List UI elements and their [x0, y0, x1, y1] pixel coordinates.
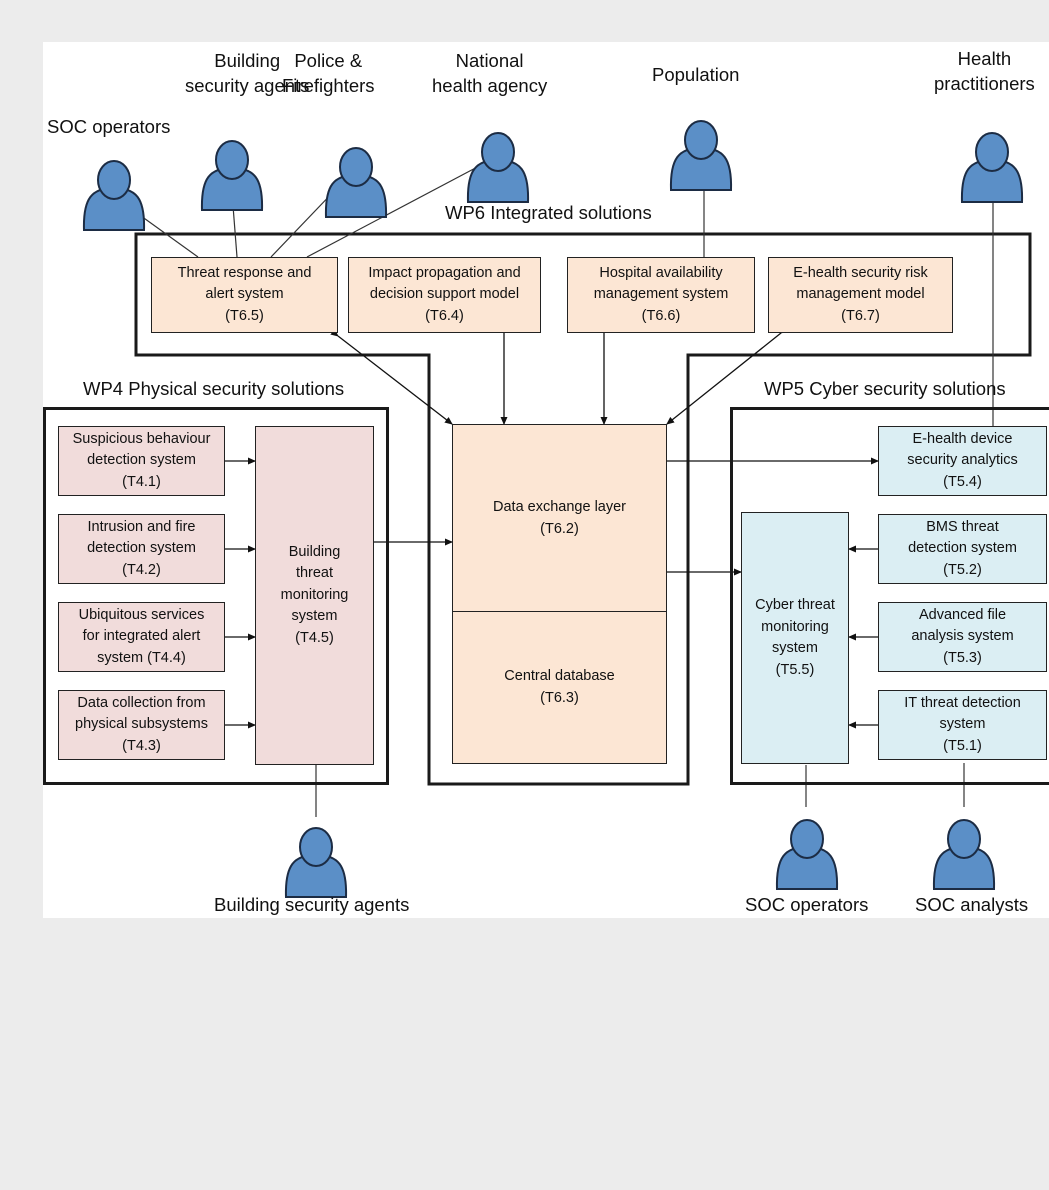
ehealth-device-analytics-box: E-health device security analytics (T5.4…	[878, 426, 1047, 496]
data-exchange-layer-box: Data exchange layer (T6.2)	[452, 424, 667, 613]
threat-response-box: Threat response and alert system (T6.5)	[151, 257, 338, 333]
central-database-box: Central database (T6.3)	[452, 611, 667, 764]
soc-operators-bottom-icon	[775, 819, 839, 890]
national-health-agency-icon	[466, 132, 530, 203]
suspicious-behaviour-box: Suspicious behaviour detection system (T…	[58, 426, 225, 496]
bms-threat-detection-box: BMS threat detection system (T5.2)	[878, 514, 1047, 584]
actor-label-soc-analysts: SOC analysts	[915, 894, 1029, 915]
ehealth-risk-box: E-health security risk management model …	[768, 257, 953, 333]
wp6-frame	[134, 232, 1032, 786]
advanced-file-analysis-box: Advanced file analysis system (T5.3)	[878, 602, 1047, 672]
actor-label-police: Police & Firefighters	[282, 50, 375, 96]
actor-label-health-practitioners: Health practitioners	[934, 48, 1035, 94]
building-threat-monitoring-box: Building threat monitoring system (T4.5)	[255, 426, 374, 765]
police-firefighters-icon	[324, 147, 388, 218]
health-practitioners-icon	[960, 132, 1024, 203]
actor-label-national-health: National health agency	[432, 50, 548, 96]
architecture-diagram: WP6 Integrated solutions WP4 Physical se…	[43, 42, 1049, 918]
diagram-connectors	[82, 120, 1032, 898]
it-threat-detection-box: IT threat detection system (T5.1)	[878, 690, 1047, 760]
wp5-frame	[730, 407, 1049, 785]
ubiquitous-services-box: Ubiquitous services for integrated alert…	[58, 602, 225, 672]
actor-label-soc-operators-bottom: SOC operators	[745, 894, 869, 915]
population-icon	[669, 120, 733, 191]
hospital-availability-box: Hospital availability management system …	[567, 257, 755, 333]
wp4-frame	[43, 407, 389, 785]
soc-operators-top-icon	[82, 160, 146, 231]
actor-label-building-security-top: Building security agents	[185, 50, 310, 96]
data-collection-box: Data collection from physical subsystems…	[58, 690, 225, 760]
soc-analysts-icon	[932, 819, 996, 890]
impact-propagation-box: Impact propagation and decision support …	[348, 257, 541, 333]
wp6-title: WP6 Integrated solutions	[445, 202, 652, 223]
actor-label-population: Population	[652, 64, 740, 85]
cyber-threat-monitoring-box: Cyber threat monitoring system (T5.5)	[741, 512, 849, 764]
wp5-title: WP5 Cyber security solutions	[764, 378, 1006, 399]
building-security-top-icon	[200, 140, 264, 211]
building-security-bottom-icon	[284, 827, 348, 898]
wp4-title: WP4 Physical security solutions	[83, 378, 345, 399]
intrusion-fire-box: Intrusion and fire detection system (T4.…	[58, 514, 225, 584]
actor-label-building-security-bottom: Building security agents	[214, 894, 410, 915]
actor-label-soc-operators-top: SOC operators	[47, 116, 171, 137]
